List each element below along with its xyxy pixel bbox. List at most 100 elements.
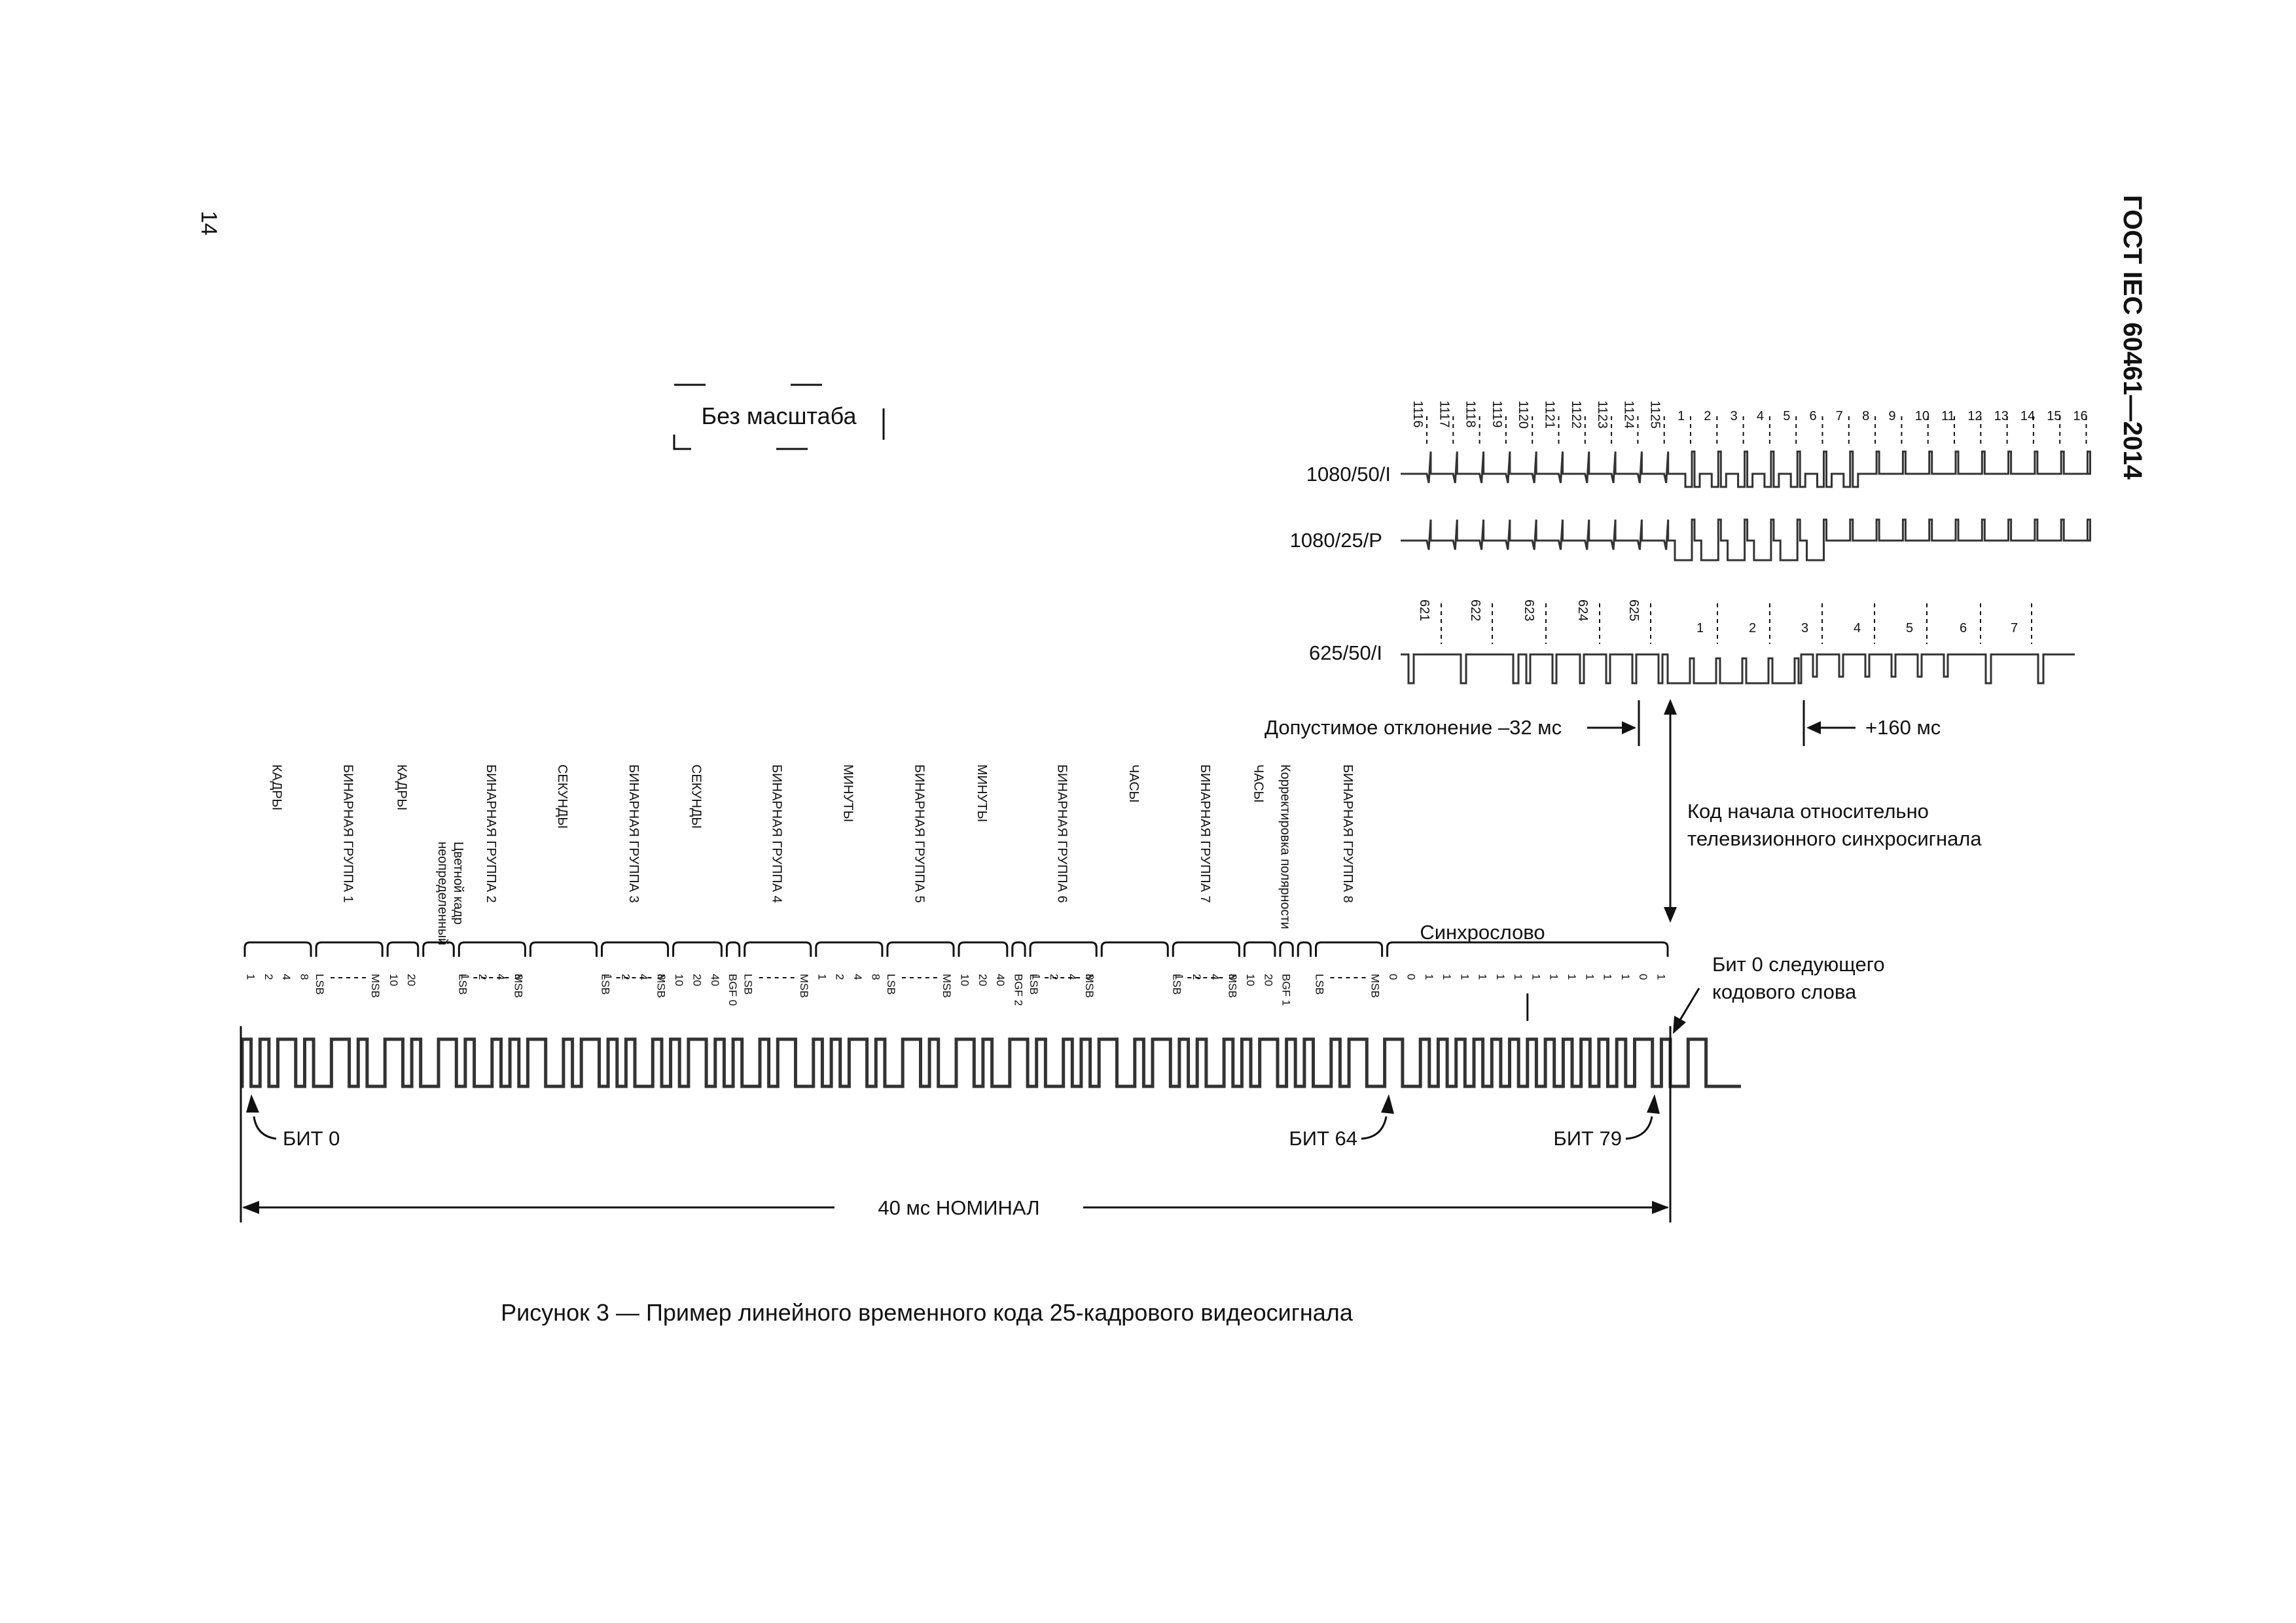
sync-bit: 1 xyxy=(1583,974,1596,980)
field-bracket xyxy=(886,941,955,957)
sync-bit: 0 xyxy=(1387,974,1399,980)
bit-weight: 10 xyxy=(387,974,400,986)
line-number-1125: 4 xyxy=(1757,409,1764,423)
line-number-625: 7 xyxy=(2011,621,2018,635)
field-bracket xyxy=(601,941,670,957)
bit-weight: 1 xyxy=(245,974,257,980)
bit-weight: BGF 2 xyxy=(1012,974,1024,1006)
line-number-1125: 1123 xyxy=(1595,401,1609,429)
sync-word-bracket xyxy=(1386,941,1669,957)
next-bit-0-label-2: кодового слова xyxy=(1712,980,1857,1003)
bit-weight: 10 xyxy=(1244,974,1257,986)
nominal-arrow-left xyxy=(242,1201,259,1214)
format-label-625-50-i: 625/50/I xyxy=(1309,641,1382,664)
line-number-625: 1 xyxy=(1696,621,1704,635)
field-label-seconds_tens: СЕКУНДЫ xyxy=(689,764,704,829)
sync-bit: 1 xyxy=(1566,974,1578,980)
lsb-label: LSB xyxy=(1170,974,1183,995)
bit-weight: 8 xyxy=(512,974,525,980)
lsb-label: LSB xyxy=(1028,974,1040,995)
bit-weight: 2 xyxy=(834,974,846,980)
line-number-1125: 3 xyxy=(1731,409,1738,423)
tolerance-plus-label: +160 мс xyxy=(1865,716,1941,739)
sync-bit: 1 xyxy=(1548,974,1560,980)
lsb-label: LSB xyxy=(885,974,897,995)
field-bracket xyxy=(422,941,455,957)
sync-word-label: Синхрослово xyxy=(1420,921,1545,944)
field-label-polarity: Корректировка полярности xyxy=(1278,764,1293,929)
bit-weight: 20 xyxy=(405,974,418,986)
bit-weight: 20 xyxy=(1262,974,1274,986)
field-bracket xyxy=(1029,941,1098,957)
sync-bit: 1 xyxy=(1477,974,1489,980)
field-label-binary_group_7: БИНАРНАЯ ГРУППА 7 xyxy=(1198,764,1212,903)
line-number-1125: 7 xyxy=(1836,409,1843,423)
bit-weight: 1 xyxy=(1173,974,1185,980)
bit-weight: 10 xyxy=(959,974,971,986)
marker-bit-0: БИТ 0 xyxy=(246,1094,340,1150)
sync-bit: 0 xyxy=(1637,974,1649,980)
field-label-seconds_units: СЕКУНДЫ xyxy=(555,764,569,829)
lsb-label: LSB xyxy=(314,974,326,995)
sync-reference: Код начала относительно телевизионного с… xyxy=(1664,699,1982,923)
field-bracket xyxy=(1315,941,1384,957)
field-bracket xyxy=(725,941,741,957)
line-number-1125: 1 xyxy=(1677,409,1685,423)
scale-note: Без масштаба xyxy=(673,383,885,450)
next-bit-0-arrow-head xyxy=(1673,1016,1686,1034)
tolerance-minus-arrow-head xyxy=(1622,721,1636,734)
msb-label: MSB xyxy=(798,974,810,998)
bit-weight: 40 xyxy=(709,974,721,986)
sync-bit: 1 xyxy=(1530,974,1542,980)
bit-weight: 4 xyxy=(1208,974,1221,980)
bit-weight: 8 xyxy=(1084,974,1096,980)
field-bracket xyxy=(958,941,1009,957)
signal-1080-50-i xyxy=(1401,450,2091,488)
field-bracket xyxy=(1172,941,1240,957)
field-label-binary_group_3: БИНАРНАЯ ГРУППА 3 xyxy=(626,764,641,903)
lsb-label: LSB xyxy=(600,974,612,995)
signal-625-50-i-trace xyxy=(1401,653,2075,685)
line-number-1125: 1120 xyxy=(1516,401,1530,429)
bit-weight: 4 xyxy=(494,974,507,980)
line-number-625: 624 xyxy=(1575,599,1590,621)
line-number-1125: 8 xyxy=(1862,409,1869,423)
bit-weight: 1 xyxy=(1030,974,1043,980)
field-label-binary_group_4: БИНАРНАЯ ГРУППА 4 xyxy=(769,764,783,903)
line-number-625: 623 xyxy=(1522,599,1536,621)
bit-weight: 2 xyxy=(619,974,632,980)
bit-weight: 40 xyxy=(994,974,1007,986)
line-number-625: 622 xyxy=(1468,599,1482,621)
ltc-waveform xyxy=(240,1037,1741,1088)
line-number-1125: 1125 xyxy=(1648,401,1662,429)
line-number-1125: 14 xyxy=(2020,409,2035,423)
bit-weight: 4 xyxy=(852,974,864,980)
sync-bit: 1 xyxy=(1602,974,1614,980)
bit-weight: 1 xyxy=(601,974,614,980)
msb-label: MSB xyxy=(1226,974,1238,998)
field-brackets xyxy=(243,941,1669,957)
bit-weight: 2 xyxy=(1191,974,1203,980)
scale-note-text: Без масштаба xyxy=(702,402,857,429)
next-bit-0-arrow xyxy=(1678,988,1700,1022)
bit-weight: 4 xyxy=(1066,974,1078,980)
nominal-label: 40 мс НОМИНАЛ xyxy=(878,1196,1039,1219)
msb-label: MSB xyxy=(369,974,382,998)
sync-bit: 0 xyxy=(1405,974,1418,980)
bit-weight: 4 xyxy=(280,974,293,980)
sync-bit: 1 xyxy=(1423,974,1435,980)
field-label-flags-2: неопределенный xyxy=(435,842,450,946)
line-number-1125: 5 xyxy=(1783,409,1790,423)
line-number-1125: 1117 xyxy=(1437,401,1451,428)
signal-1080-50-i-trace xyxy=(1401,450,2091,488)
line-number-625: 4 xyxy=(1854,621,1861,635)
signal-625-50-i xyxy=(1401,653,2075,685)
msb-label: MSB xyxy=(512,974,524,998)
bit-0-arrow xyxy=(253,1116,277,1140)
sync-bit: 1 xyxy=(1494,974,1507,980)
figure-caption: Рисунок 3 — Пример линейного временного … xyxy=(501,1299,1354,1326)
scale-note-frame xyxy=(673,383,885,450)
bit-weight: 8 xyxy=(1227,974,1239,980)
tolerance-plus: +160 мс xyxy=(1803,700,1941,746)
